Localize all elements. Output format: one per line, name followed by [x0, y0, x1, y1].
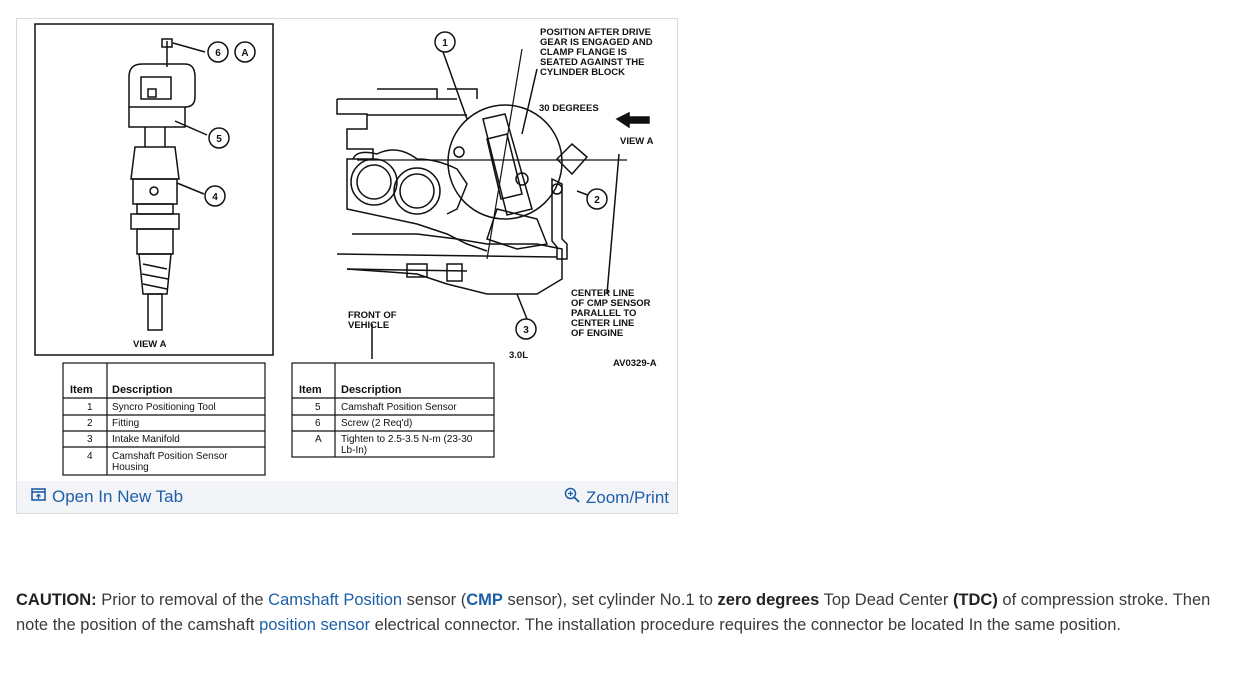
left-row-4-desc-2: Housing	[112, 462, 149, 473]
right-row-1-desc: Camshaft Position Sensor	[341, 402, 457, 413]
right-row-3-desc: Tighten to 2.5-3.5 N-m (23-30	[341, 434, 473, 445]
intake-manifold-drawing	[336, 88, 563, 295]
right-table-header-item: Item	[299, 384, 322, 396]
centerline-note-1: CENTER LINE	[571, 288, 634, 299]
centerline-note-3: PARALLEL TO	[571, 308, 636, 319]
degrees-label: 30 DEGREES	[539, 103, 599, 114]
sensor-assembly-drawing	[128, 38, 196, 331]
caution-label: CAUTION:	[16, 591, 97, 609]
position-note-4: SEATED AGAINST THE	[540, 57, 645, 68]
figure-card: 6 A 5 4 1 2 3 VIEW A POSITION AFTER DRIV…	[16, 18, 678, 514]
centerline-note-5: OF ENGINE	[571, 328, 623, 339]
left-row-2-item: 2	[87, 418, 93, 429]
caution-text-4: Top Dead Center	[819, 591, 953, 609]
open-in-new-tab-link[interactable]: Open In New Tab	[31, 487, 183, 507]
left-row-1-desc: Syncro Positioning Tool	[112, 402, 216, 413]
left-table-header-item: Item	[70, 384, 93, 396]
zero-degrees-text: zero degrees	[717, 591, 820, 609]
right-table-header-desc: Description	[341, 384, 402, 396]
items-table-right: Item Description 5 Camshaft Position Sen…	[291, 362, 495, 458]
ref-code: AV0329-A	[613, 358, 657, 369]
callout-5: 5	[216, 134, 222, 145]
figure-footer: Open In New Tab Zoom/Print	[17, 481, 677, 513]
centerline-note-2: OF CMP SENSOR	[571, 298, 651, 309]
position-note-5: CYLINDER BLOCK	[540, 67, 625, 78]
position-note-2: GEAR IS ENGAGED AND	[540, 37, 653, 48]
left-row-4-desc: Camshaft Position Sensor	[112, 451, 228, 462]
caution-text-2: sensor (	[402, 591, 467, 609]
positioning-tool-drawing	[447, 104, 589, 260]
view-a-frame	[34, 23, 274, 356]
magnifier-plus-icon	[564, 487, 580, 508]
callout-a: A	[241, 48, 248, 59]
camshaft-position-link[interactable]: Camshaft Position	[268, 591, 403, 609]
left-view-a-label: VIEW A	[133, 339, 167, 350]
left-row-4-item: 4	[87, 451, 93, 462]
zoom-print-link[interactable]: Zoom/Print	[564, 487, 669, 508]
callout-3: 3	[523, 325, 529, 336]
callout-4: 4	[212, 192, 218, 203]
items-table-left: Item Description 1 Syncro Positioning To…	[62, 362, 266, 476]
left-row-3-desc: Intake Manifold	[112, 434, 180, 445]
right-row-3-desc-2: Lb-In)	[341, 445, 367, 456]
cmp-sensor-diagram: 6 A 5 4 1 2 3 VIEW A POSITION AFTER DRIV…	[34, 23, 657, 476]
left-row-3-item: 3	[87, 434, 93, 445]
caution-paragraph: CAUTION: Prior to removal of the Camshaf…	[16, 588, 1236, 638]
centerline-note-4: CENTER LINE	[571, 318, 634, 329]
tdc-text: (TDC)	[952, 591, 998, 609]
engine-label: 3.0L	[509, 350, 528, 361]
caution-text-5: of compression stroke. Then note the pos…	[16, 591, 1211, 634]
caution-text-3: sensor), set cylinder No.1 to	[502, 591, 718, 609]
callout-6: 6	[215, 48, 221, 59]
cmp-link[interactable]: CMP	[466, 591, 503, 609]
zoom-print-label: Zoom/Print	[585, 487, 669, 507]
external-window-icon	[31, 487, 46, 507]
open-in-new-tab-label: Open In New Tab	[52, 487, 184, 506]
caution-text-6: electrical connector. The installation p…	[370, 616, 1121, 634]
left-row-1-item: 1	[87, 402, 93, 413]
caution-text-1: Prior to removal of the	[96, 591, 269, 609]
callout-1: 1	[442, 38, 448, 49]
position-note-1: POSITION AFTER DRIVE	[540, 27, 651, 38]
position-note-3: CLAMP FLANGE IS	[540, 47, 627, 58]
right-row-3-item: A	[315, 434, 322, 445]
left-row-2-desc: Fitting	[112, 418, 139, 429]
right-row-2-item: 6	[315, 418, 321, 429]
front-label-2: VEHICLE	[348, 320, 389, 331]
right-view-a-label: VIEW A	[620, 136, 654, 147]
front-label-1: FRONT OF	[348, 310, 397, 321]
left-table-header-desc: Description	[112, 384, 173, 396]
right-row-2-desc: Screw (2 Req'd)	[341, 418, 412, 429]
right-row-1-item: 5	[315, 402, 321, 413]
position-sensor-link[interactable]: position sensor	[259, 616, 371, 634]
callout-2: 2	[594, 195, 600, 206]
